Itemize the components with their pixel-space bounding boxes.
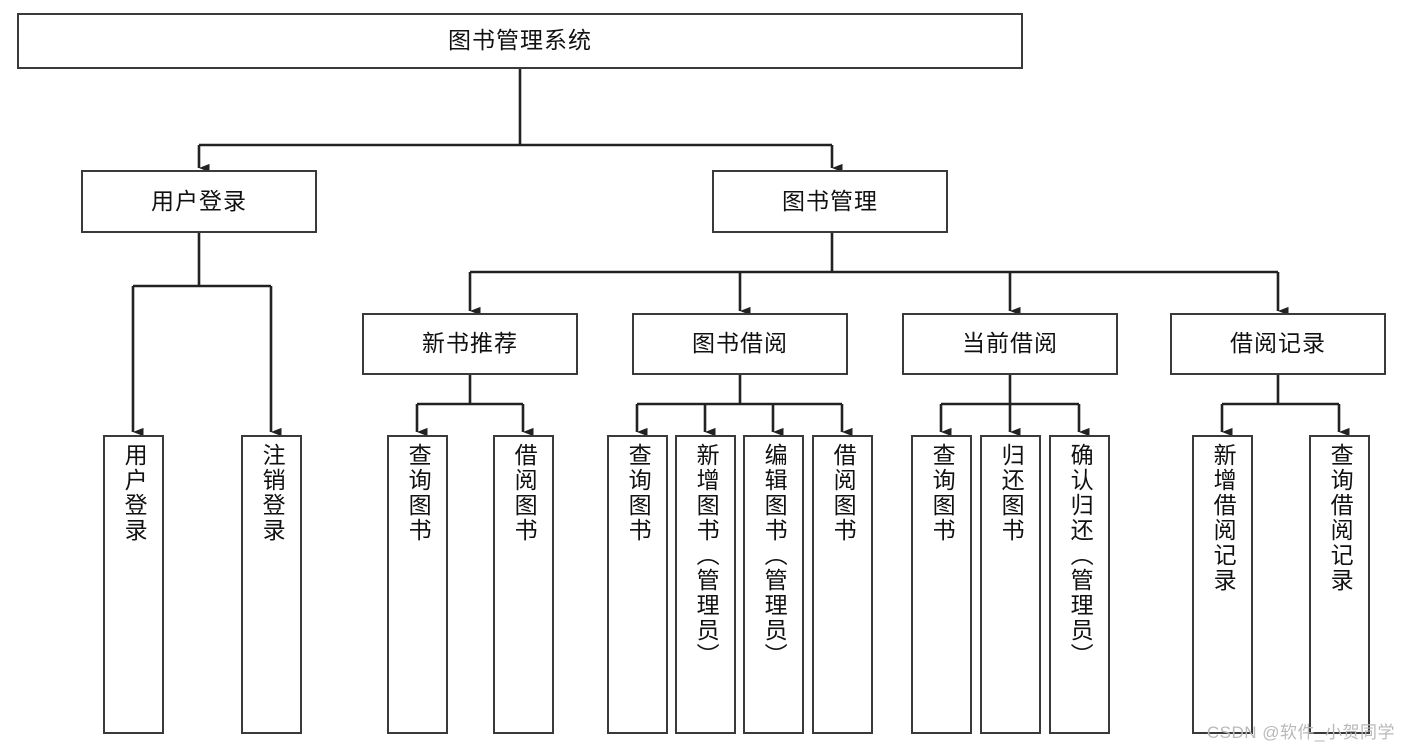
node-user-login[interactable]: 用户登录 [81, 170, 317, 233]
watermark: CSDN @软件_小贺同学 [1206, 723, 1395, 742]
leaf-current-borrow-query[interactable]: 查询图书 [911, 435, 972, 734]
node-book-borrow-label: 图书借阅 [692, 330, 788, 357]
leaf-label: 借阅图书 [830, 443, 857, 543]
leaf-new-book-borrow[interactable]: 借阅图书 [493, 435, 554, 734]
node-new-book-recommend[interactable]: 新书推荐 [362, 313, 578, 375]
leaf-label: 归还图书 [998, 443, 1025, 543]
leaf-book-borrow-add[interactable]: 新增图书（管理员） [675, 435, 736, 734]
leaf-label: 查询图书 [625, 443, 652, 543]
leaf-label: 查询借阅记录 [1327, 443, 1354, 593]
leaf-user-login-login[interactable]: 用户登录 [103, 435, 164, 734]
leaf-label: 新增图书（管理员） [693, 443, 720, 668]
node-user-login-label: 用户登录 [151, 187, 247, 214]
leaf-label: 确认归还（管理员） [1067, 443, 1094, 668]
leaf-borrow-record-add[interactable]: 新增借阅记录 [1192, 435, 1253, 734]
leaf-user-login-logout[interactable]: 注销登录 [241, 435, 302, 734]
node-new-book-recommend-label: 新书推荐 [422, 330, 518, 357]
node-current-borrow[interactable]: 当前借阅 [902, 313, 1118, 375]
leaf-label: 用户登录 [121, 443, 148, 543]
leaf-new-book-query[interactable]: 查询图书 [387, 435, 448, 734]
node-book-management[interactable]: 图书管理 [712, 170, 948, 233]
node-book-borrow[interactable]: 图书借阅 [632, 313, 848, 375]
leaf-label: 查询图书 [929, 443, 956, 543]
leaf-current-borrow-return[interactable]: 归还图书 [980, 435, 1041, 734]
node-root-label: 图书管理系统 [448, 27, 592, 54]
leaf-label: 借阅图书 [511, 443, 538, 543]
leaf-label: 查询图书 [405, 443, 432, 543]
leaf-borrow-record-query[interactable]: 查询借阅记录 [1309, 435, 1370, 734]
leaf-book-borrow-query[interactable]: 查询图书 [607, 435, 668, 734]
leaf-book-borrow-borrow[interactable]: 借阅图书 [812, 435, 873, 734]
node-borrow-record-label: 借阅记录 [1230, 330, 1326, 357]
node-book-management-label: 图书管理 [782, 187, 878, 214]
node-current-borrow-label: 当前借阅 [962, 330, 1058, 357]
node-borrow-record[interactable]: 借阅记录 [1170, 313, 1386, 375]
leaf-label: 注销登录 [259, 443, 286, 543]
leaf-label: 编辑图书（管理员） [761, 443, 788, 668]
leaf-book-borrow-edit[interactable]: 编辑图书（管理员） [743, 435, 804, 734]
node-root[interactable]: 图书管理系统 [17, 13, 1023, 69]
leaf-current-borrow-confirm[interactable]: 确认归还（管理员） [1049, 435, 1110, 734]
leaf-label: 新增借阅记录 [1210, 443, 1237, 593]
